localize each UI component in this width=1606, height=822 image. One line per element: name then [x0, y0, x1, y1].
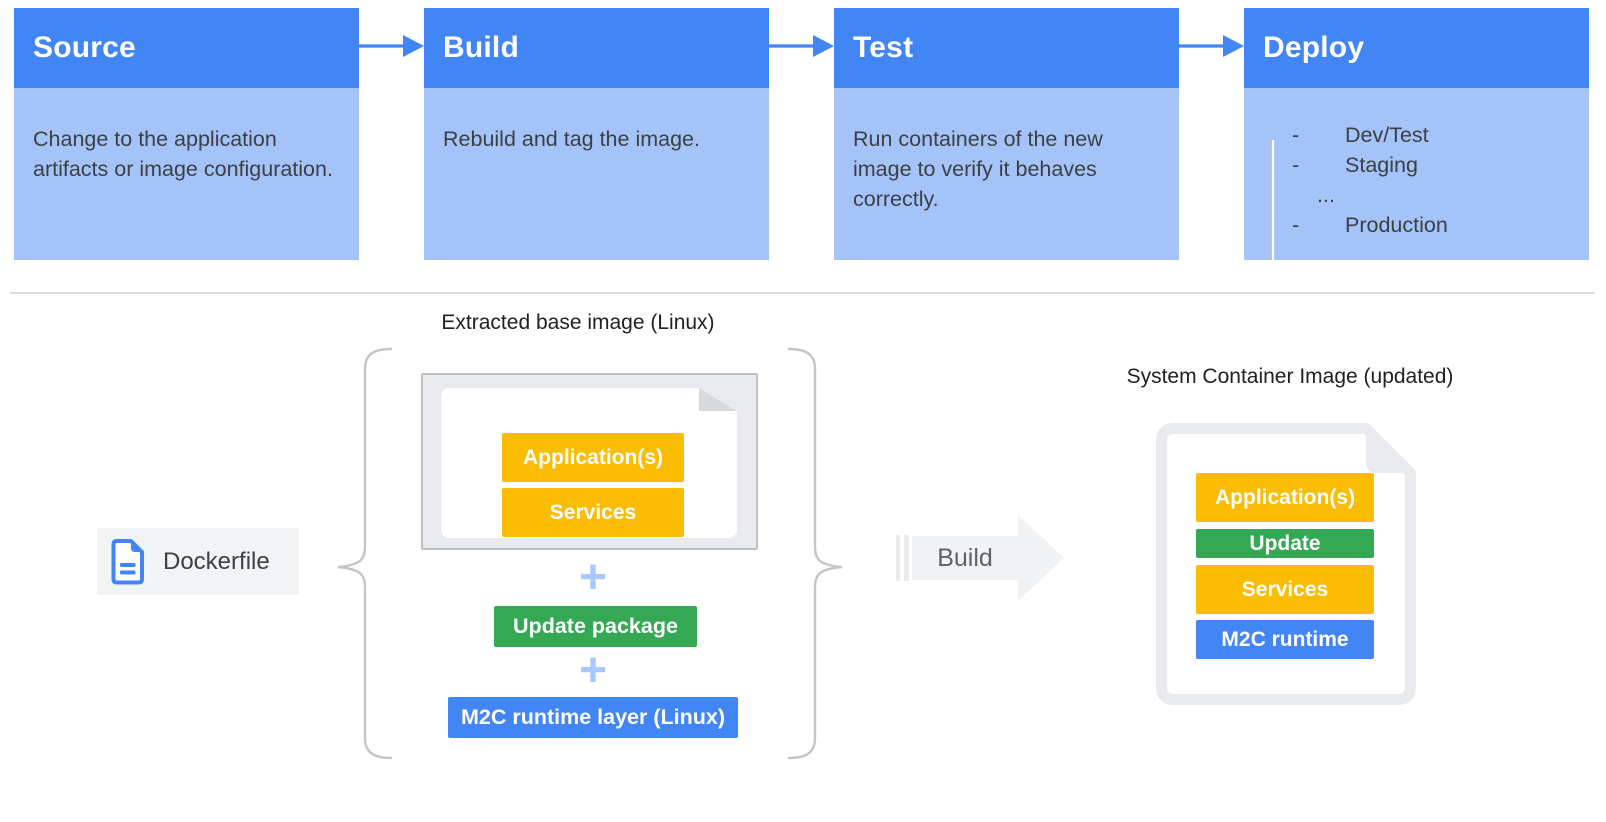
horizontal-divider	[10, 292, 1595, 294]
update-package-box: Update package	[494, 606, 697, 647]
stage-source: Source Change to the application artifac…	[14, 8, 359, 260]
environment-label: Dev/Test	[1345, 123, 1429, 147]
deploy-environment-list: - Dev/Test - Staging ... - Production	[1292, 120, 1581, 240]
stage-build-description: Rebuild and tag the image.	[424, 88, 769, 260]
build-arrow-head-icon	[1018, 515, 1064, 601]
dockerfile-label: Dockerfile	[163, 547, 270, 575]
stage-title: Deploy	[1263, 31, 1365, 64]
dockerfile-chip: Dockerfile	[97, 528, 299, 595]
document-icon	[111, 539, 144, 585]
stage-build-header: Build	[424, 8, 769, 88]
bullet: -	[1292, 213, 1300, 237]
bullet: -	[1292, 123, 1300, 147]
stage-deploy-header: Deploy	[1244, 8, 1589, 88]
list-item: - Production	[1292, 210, 1581, 240]
stage-source-description: Change to the application artifacts or i…	[14, 88, 359, 260]
deploy-progression-arrow-icon	[1265, 140, 1281, 319]
plus-icon: +	[578, 551, 608, 604]
build-arrow-tail-dash	[896, 535, 900, 581]
document-page: Application(s) Services	[441, 388, 737, 538]
list-item: ...	[1292, 180, 1581, 210]
stage-deploy: Deploy - Dev/Test - Staging ...	[1244, 8, 1589, 319]
arrow-right-icon	[769, 35, 834, 57]
build-arrow-tail-dash	[904, 535, 909, 581]
system-container-image-document: Application(s) Update Services M2C runti…	[1156, 423, 1416, 705]
layer-update: Update	[1196, 529, 1374, 558]
document-outline-icon	[1156, 423, 1416, 705]
system-container-image-label: System Container Image (updated)	[1126, 365, 1454, 388]
layer-m2c-runtime: M2C runtime	[1196, 620, 1374, 659]
stage-test-header: Test	[834, 8, 1179, 88]
right-brace	[787, 347, 843, 760]
stage-title: Test	[853, 31, 914, 64]
build-arrow: Build	[912, 536, 1018, 580]
extracted-base-image-document: Application(s) Services	[421, 373, 758, 550]
arrow-right-icon	[359, 35, 424, 57]
plus-icon: +	[578, 644, 608, 697]
stage-test: Test Run containers of the new image to …	[834, 8, 1179, 260]
layer-applications: Application(s)	[502, 433, 684, 482]
list-item: - Staging	[1292, 150, 1581, 180]
layer-services: Services	[1196, 565, 1374, 614]
stage-test-description: Run containers of the new image to verif…	[834, 88, 1179, 260]
layer-applications: Application(s)	[1196, 473, 1374, 522]
environment-label: Staging	[1345, 153, 1418, 177]
stage-deploy-body: - Dev/Test - Staging ... - Production	[1244, 88, 1589, 319]
arrow-right-icon	[1179, 35, 1244, 57]
stage-source-header: Source	[14, 8, 359, 88]
m2c-runtime-layer-box: M2C runtime layer (Linux)	[448, 697, 738, 738]
environment-label: ...	[1317, 183, 1335, 207]
stage-title: Source	[33, 31, 136, 64]
stage-build: Build Rebuild and tag the image.	[424, 8, 769, 260]
bullet: -	[1292, 153, 1300, 177]
extracted-base-image-label: Extracted base image (Linux)	[441, 311, 715, 334]
stage-title: Build	[443, 31, 519, 64]
list-item: - Dev/Test	[1292, 120, 1581, 150]
environment-label: Production	[1345, 213, 1448, 237]
left-brace	[337, 347, 393, 760]
layer-services: Services	[502, 488, 684, 537]
